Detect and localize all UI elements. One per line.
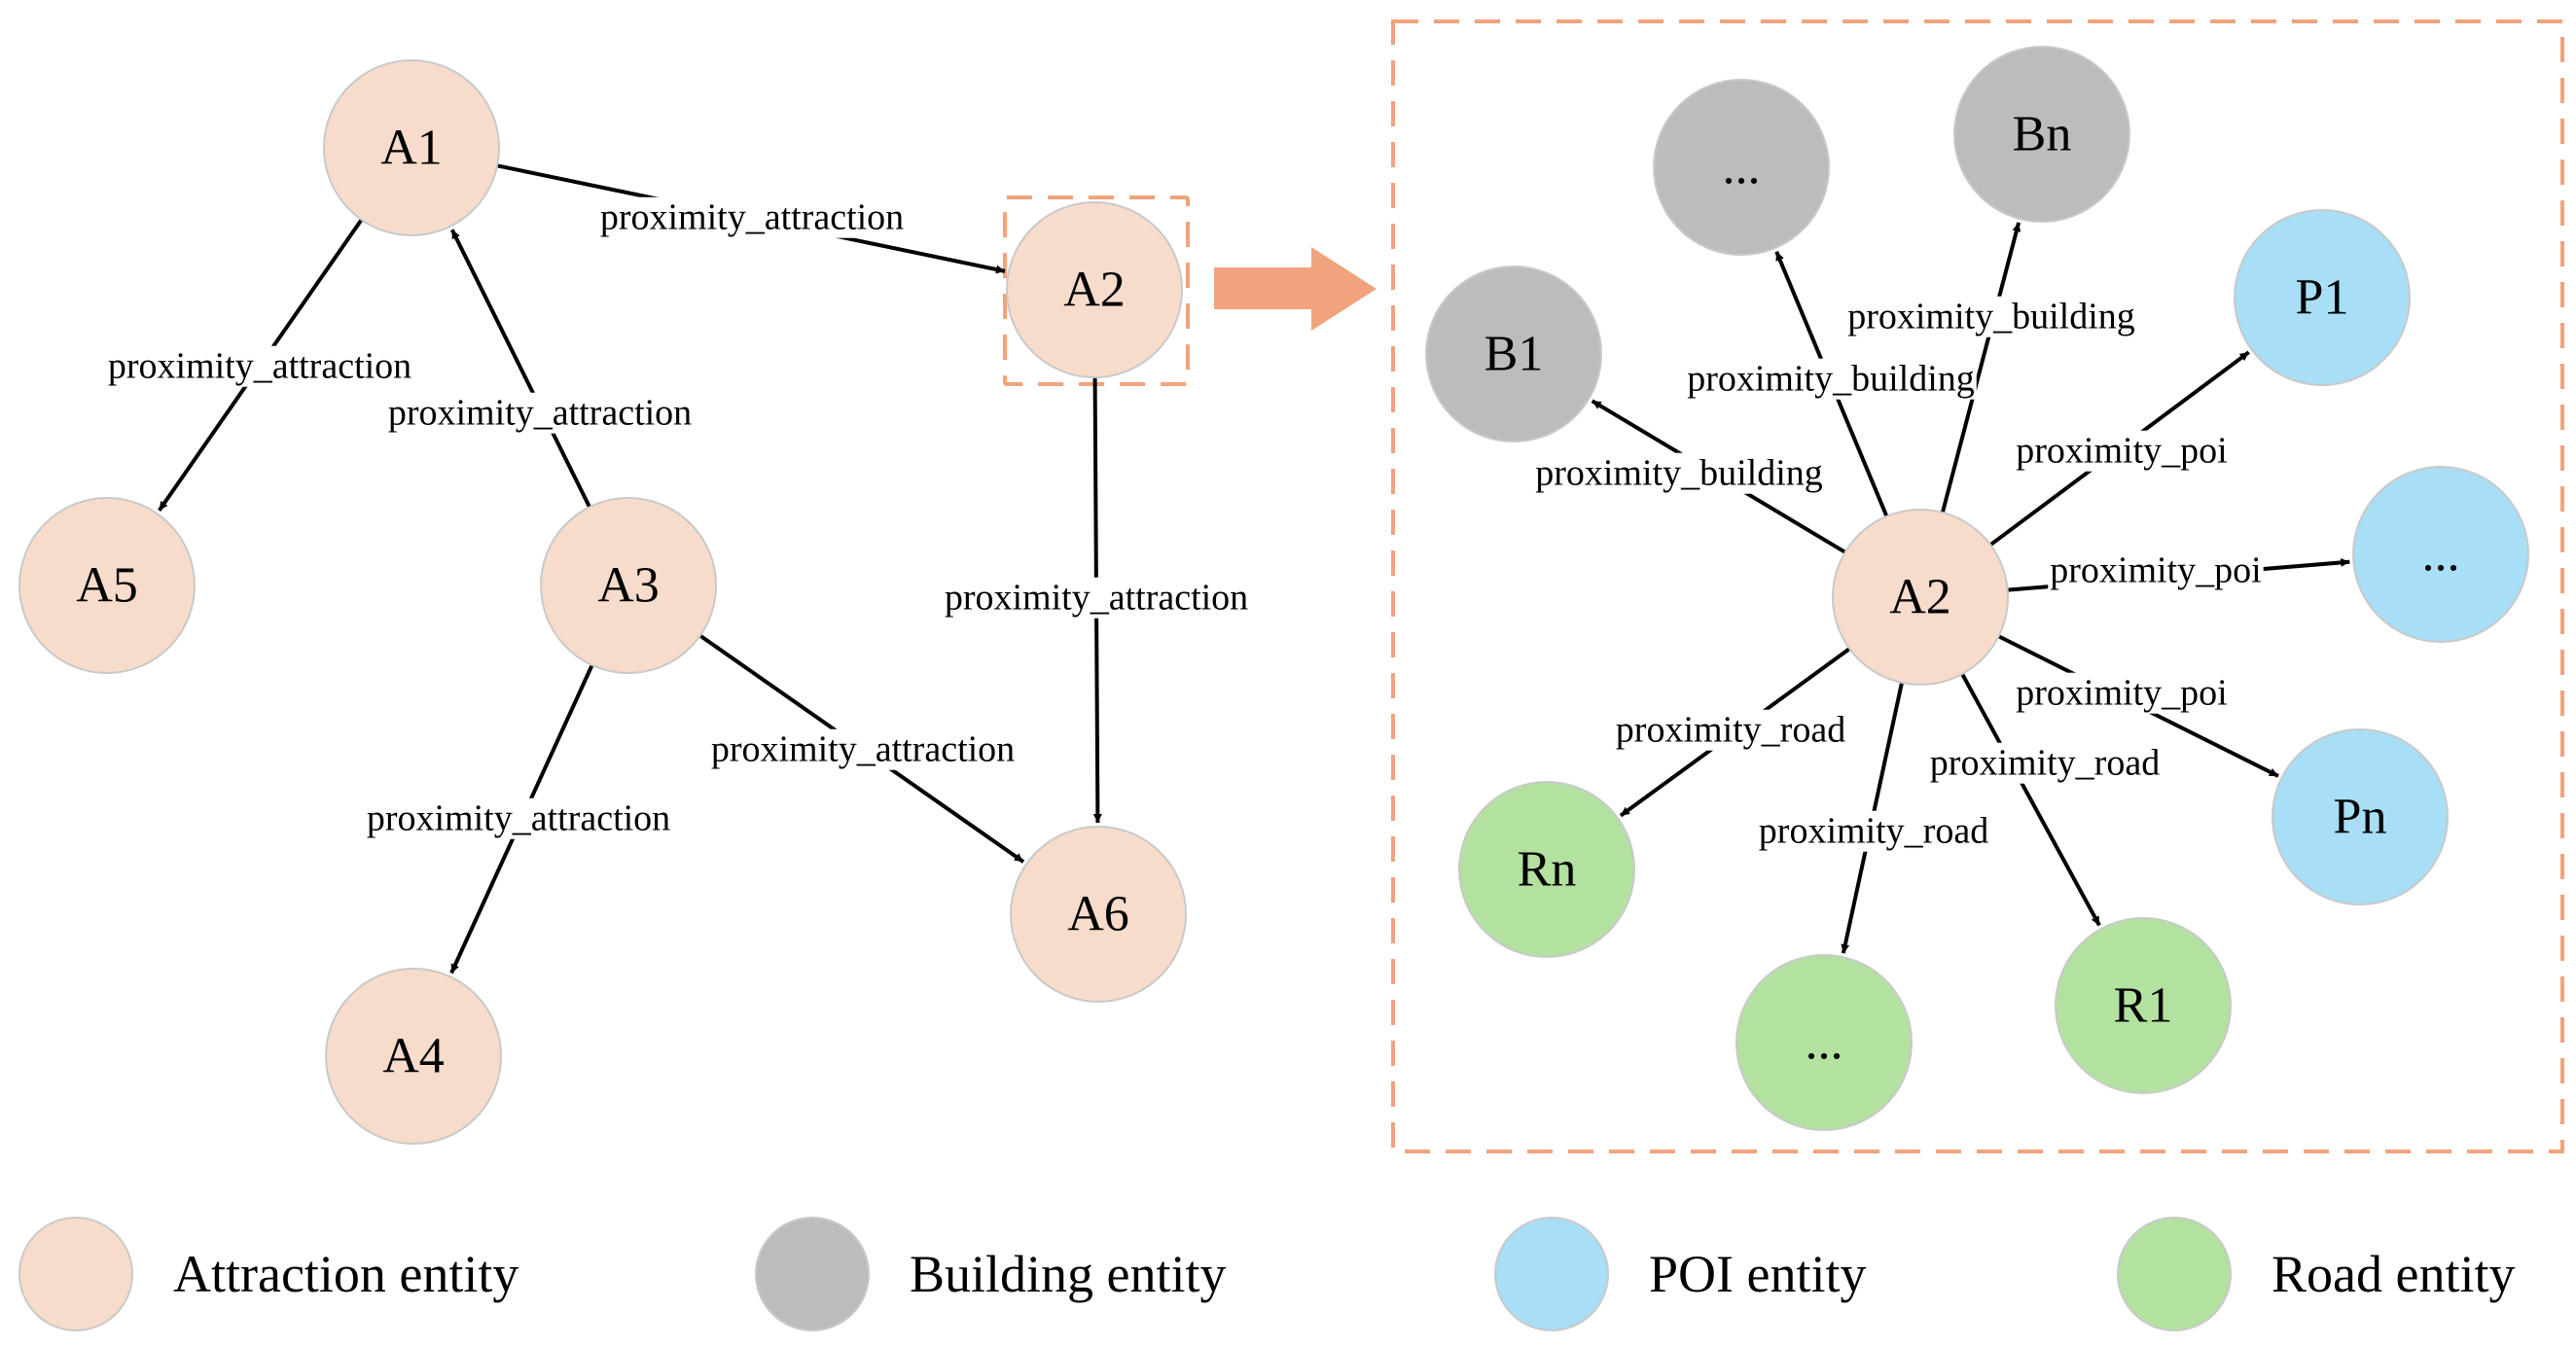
legend-label: POI entity: [1649, 1245, 1867, 1303]
edge-label: proximity_attraction: [388, 393, 692, 434]
legend-swatch: [755, 1217, 870, 1331]
edge-label-bg: [942, 577, 1251, 619]
edge-label-bg: [2014, 430, 2230, 472]
edge-label: proximity_poi: [2016, 431, 2227, 472]
node-label: ...: [2422, 527, 2460, 583]
attraction-node-circle: [1832, 509, 2009, 686]
node-label: ...: [1806, 1015, 1843, 1071]
road-node-circle: [2055, 917, 2232, 1094]
road-node-circle: [1458, 781, 1635, 958]
edge-label-bg: [2048, 549, 2264, 591]
node-pn: Pn: [2272, 728, 2449, 905]
node-label: ...: [1723, 140, 1761, 195]
node-a5: A5: [18, 497, 196, 674]
legend-item-road: Road entity: [2117, 1217, 2515, 1331]
legend-item-poi: POI entity: [1494, 1217, 1867, 1331]
edge-label-bg: [597, 196, 907, 238]
node-label: A2: [1889, 570, 1951, 625]
edge-label: proximity_poi: [2016, 673, 2227, 714]
edge-label-bg: [2014, 672, 2230, 714]
edge-label: proximity_road: [1930, 743, 2160, 784]
node-bn: Bn: [1953, 46, 2130, 223]
node-bdots: ...: [1653, 79, 1830, 256]
edge-label-bg: [364, 797, 673, 839]
legend-swatch: [1494, 1217, 1609, 1331]
node-pdots: ...: [2352, 466, 2529, 643]
legend-label: Building entity: [910, 1245, 1227, 1303]
node-a2c: A2: [1832, 509, 2009, 686]
edge-label: proximity_building: [1687, 359, 1975, 400]
edge-label: proximity_attraction: [600, 197, 904, 238]
building-node-circle: [1953, 46, 2130, 223]
poi-node-circle: [2272, 728, 2449, 905]
attraction-node-circle: [323, 59, 500, 236]
node-a3: A3: [540, 497, 717, 674]
legend-label: Road entity: [2272, 1245, 2515, 1303]
node-label: Pn: [2334, 790, 2387, 845]
edge-label-bg: [385, 392, 695, 434]
edge-label-bg: [708, 728, 1018, 770]
node-label: A6: [1067, 887, 1129, 942]
node-label: A5: [76, 558, 138, 614]
legend-label: Attraction entity: [173, 1245, 519, 1303]
edge-label-bg: [105, 345, 414, 387]
node-a2: A2: [1006, 201, 1183, 378]
edge-a2c-to-bn: [1940, 222, 2021, 514]
node-label: A1: [380, 121, 443, 176]
legend: Attraction entity Building entity POI enti…: [18, 1217, 2515, 1331]
node-label: A2: [1063, 263, 1126, 318]
building-node-circle: [1653, 79, 1830, 256]
node-rn: Rn: [1458, 781, 1635, 958]
edge-label: proximity_building: [1535, 453, 1823, 494]
node-a4: A4: [325, 968, 502, 1145]
attraction-node-circle: [1010, 826, 1187, 1003]
edge-label: proximity_road: [1759, 811, 1988, 852]
legend-swatch: [18, 1217, 133, 1331]
node-label: A3: [597, 558, 660, 614]
road-node-circle: [1735, 954, 1913, 1131]
edge-label: proximity_poi: [2050, 550, 2261, 591]
poi-node-circle: [2352, 466, 2529, 643]
node-b1: B1: [1425, 266, 1602, 443]
edge-label: proximity_building: [1847, 297, 2135, 337]
edge-a2c-to-r1: [1960, 673, 2101, 927]
edge-label-bg: [1613, 709, 1848, 751]
edge-label: proximity_attraction: [945, 578, 1248, 619]
node-label: Rn: [1518, 842, 1577, 898]
edge-a3-to-a1: [449, 229, 591, 509]
node-label: P1: [2296, 270, 2349, 326]
edge-label: proximity_road: [1616, 710, 1845, 751]
node-label: B1: [1485, 327, 1544, 382]
node-label: Bn: [2013, 107, 2072, 162]
edge-labels-layer: proximity_attraction proximity_attraction…: [105, 196, 2264, 852]
node-r1: R1: [2055, 917, 2232, 1094]
a2-neighborhood-frame: [1391, 19, 2564, 1153]
edge-label-bg: [1533, 452, 1825, 494]
zoom-arrow: [1214, 247, 1377, 331]
attraction-node-circle: [540, 497, 717, 674]
legend-swatch: [2117, 1217, 2232, 1331]
node-rdots: ...: [1735, 954, 1913, 1131]
edge-label: proximity_attraction: [367, 798, 670, 839]
attraction-node-circle: [1006, 201, 1183, 378]
edge-label: proximity_attraction: [108, 346, 411, 387]
edge-label-bg: [1845, 296, 2137, 337]
legend-item-attraction: Attraction entity: [18, 1217, 519, 1331]
building-node-circle: [1425, 266, 1602, 443]
attraction-node-circle: [325, 968, 502, 1145]
edge-label: proximity_attraction: [711, 729, 1015, 770]
node-a6: A6: [1010, 826, 1187, 1003]
poi-node-circle: [2234, 209, 2411, 386]
node-label: A4: [382, 1029, 445, 1084]
node-label: R1: [2114, 978, 2173, 1034]
node-a1: A1: [323, 59, 500, 236]
attraction-node-circle: [18, 497, 196, 674]
edge-label-bg: [1927, 742, 2163, 784]
edge-label-bg: [1685, 358, 1977, 400]
edge-label-bg: [1756, 810, 1991, 852]
legend-item-building: Building entity: [755, 1217, 1227, 1331]
node-p1: P1: [2234, 209, 2411, 386]
